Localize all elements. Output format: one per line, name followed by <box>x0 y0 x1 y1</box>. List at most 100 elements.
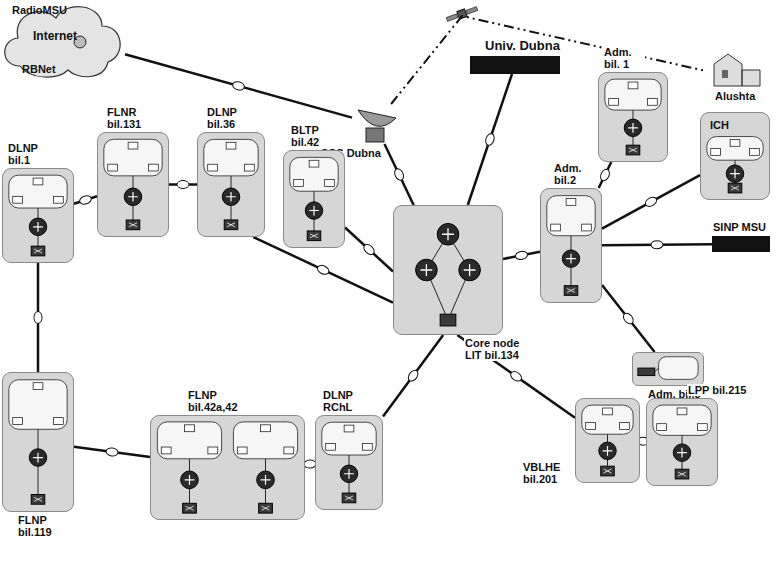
computer-icon <box>226 142 236 149</box>
switch-icon <box>31 246 45 256</box>
computer-icon <box>284 447 294 454</box>
router-icon <box>562 250 579 267</box>
node-art <box>712 236 770 252</box>
link-marker <box>106 447 119 457</box>
switch-mark <box>186 506 194 510</box>
network-node: Core node LIT bil.134 <box>393 205 503 335</box>
link-marker <box>651 241 663 249</box>
node-label: VBLHE bil.201 <box>522 461 570 485</box>
link-marker <box>515 250 528 260</box>
computer-icon <box>325 180 335 187</box>
switch-mark <box>678 472 686 476</box>
fiber-link <box>457 335 575 418</box>
lan-cloud <box>707 137 763 161</box>
lan-cloud <box>233 422 297 459</box>
node-label: Alushta <box>714 90 756 102</box>
switch-mark <box>731 186 739 190</box>
computer-icon <box>657 424 667 431</box>
computer-icon <box>237 447 247 454</box>
node-art <box>470 56 560 74</box>
switch-icon <box>440 314 456 326</box>
router-icon <box>673 444 691 462</box>
computer-icon <box>149 164 159 171</box>
router-mark <box>628 123 638 133</box>
link-marker <box>34 312 42 324</box>
lan-cloud <box>547 196 595 236</box>
router-mark <box>33 222 43 232</box>
satellite-dish <box>358 110 396 126</box>
network-node: Adm. bil. 1 <box>598 72 668 162</box>
computer-icon <box>326 443 336 450</box>
router-mark <box>442 228 454 240</box>
switch-mark <box>34 249 42 253</box>
computer-icon <box>620 423 630 430</box>
router-mark <box>566 254 576 264</box>
computer-icon <box>208 447 218 454</box>
fiber-link <box>383 335 443 417</box>
network-node: Adm. bil.2 <box>540 188 602 303</box>
switch-icon <box>259 503 273 513</box>
switch-icon <box>626 145 640 155</box>
solar-panel <box>446 14 458 22</box>
solar-panel <box>466 7 478 15</box>
computer-icon <box>551 224 561 231</box>
link-marker <box>393 167 405 181</box>
node-label: DLNP RChL <box>322 389 364 413</box>
fiber-link <box>599 162 612 188</box>
lan-cloud <box>605 79 661 110</box>
link-marker <box>362 242 376 256</box>
router-icon <box>181 471 199 489</box>
computer-icon <box>582 224 592 231</box>
computer-icon <box>108 164 118 171</box>
node-art <box>352 104 398 144</box>
computer-icon <box>566 199 576 206</box>
fiber-link <box>345 228 393 272</box>
router-icon <box>624 119 641 136</box>
node-label: Core node LIT bil.134 <box>464 337 538 361</box>
node-label: SINP MSU <box>712 221 767 233</box>
node-label: Univ. Dubna <box>484 39 561 53</box>
router-mark <box>261 475 271 485</box>
router-icon <box>599 442 616 459</box>
switch-icon <box>342 493 356 503</box>
computer-icon <box>208 164 218 171</box>
satellite-icon <box>446 5 479 23</box>
router-mark <box>603 446 613 456</box>
lan-cloud <box>582 405 633 434</box>
node-label: Adm. bil.2 <box>553 162 595 186</box>
node-label: Internet <box>32 30 78 43</box>
node-label: FLNP bil.42a,42 <box>187 389 251 413</box>
link-marker <box>484 133 495 147</box>
lan-link <box>655 368 659 372</box>
link-marker <box>79 194 93 205</box>
link-marker <box>599 168 611 182</box>
router-mark <box>421 264 433 276</box>
node-label: BLTP bil.42 <box>290 124 336 148</box>
node-art <box>599 73 667 161</box>
dish-base <box>366 128 384 142</box>
router-mark <box>464 264 476 276</box>
computer-icon <box>128 142 138 149</box>
lan-cloud <box>157 422 221 459</box>
node-art <box>151 416 304 519</box>
node-art <box>394 206 502 334</box>
router-mark <box>344 469 354 479</box>
computer-icon <box>648 98 658 105</box>
node-art <box>316 416 382 509</box>
network-node: Alushta <box>706 50 768 106</box>
fiber-link <box>385 144 414 205</box>
route-label: RadioMSU <box>12 4 67 16</box>
computer-icon <box>245 164 255 171</box>
router-mark <box>185 475 195 485</box>
network-node: Univ. Dubna <box>470 56 560 74</box>
router-icon <box>459 259 481 281</box>
router-mark <box>128 192 138 202</box>
network-node: FLNP bil.119 <box>2 372 74 512</box>
router-mark <box>33 453 43 463</box>
router-icon <box>437 223 459 245</box>
router-mark <box>677 448 687 458</box>
router-icon <box>726 165 743 182</box>
router-icon <box>29 449 47 467</box>
computer-icon <box>185 425 195 432</box>
switch-icon <box>126 220 140 230</box>
